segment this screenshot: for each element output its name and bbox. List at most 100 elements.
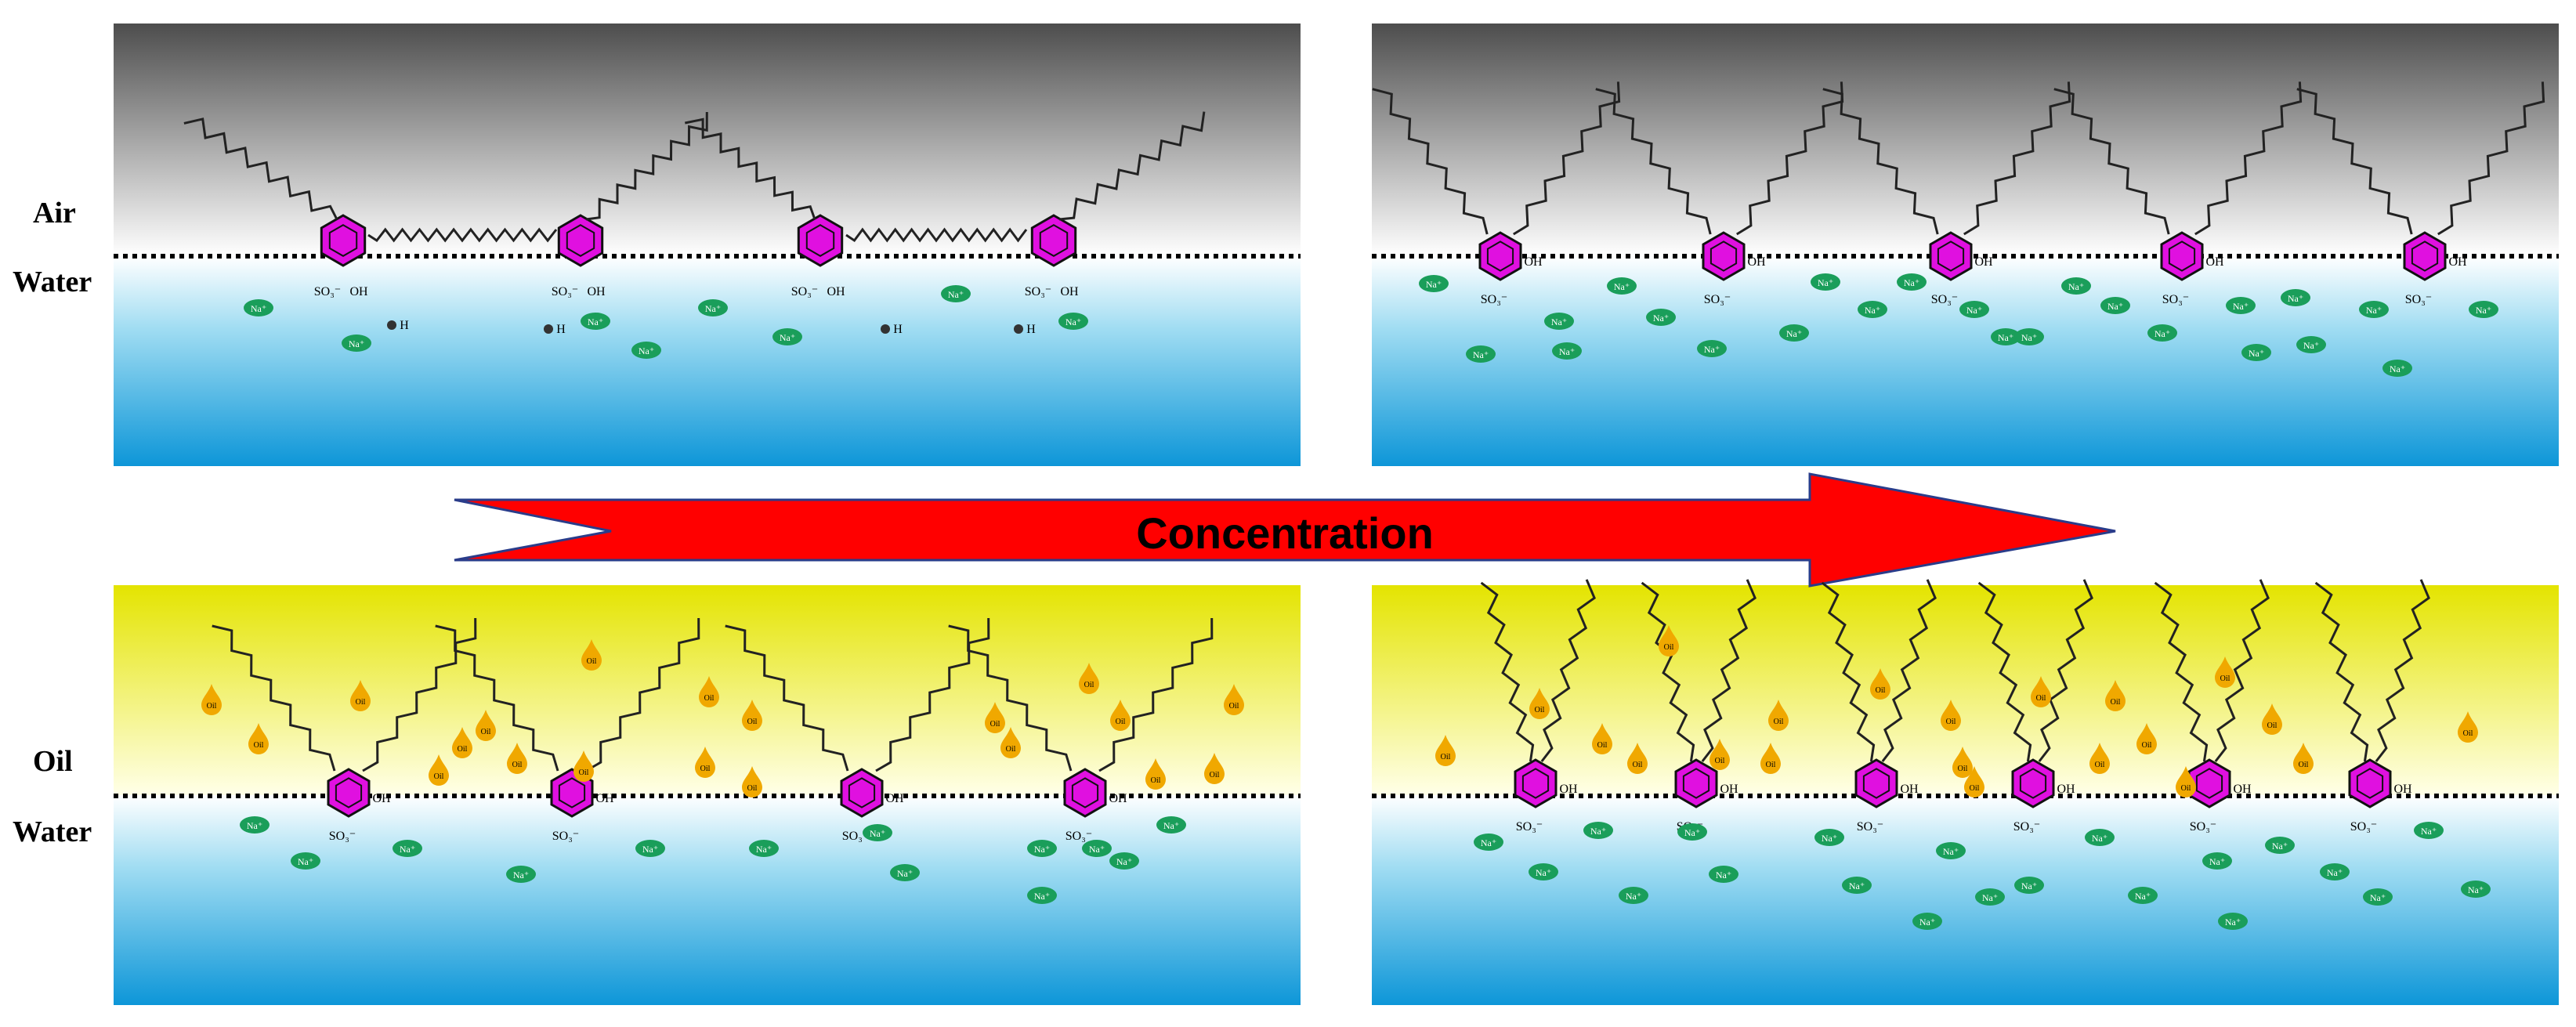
oil-droplet-label: Oil [1597,741,1608,750]
sodium-ion [342,334,371,352]
alkyl-chain [2038,579,2093,762]
sodium-ion-label: Na⁺ [2155,328,2170,339]
sodium-ion-label: Na⁺ [1716,870,1731,881]
sodium-ion [890,864,920,881]
oil-droplet-label: Oil [1774,718,1784,726]
oil-droplet [1529,688,1550,719]
oil-droplet [742,700,762,731]
sodium-ion-label: Na⁺ [1704,344,1720,355]
hydroxyl-label: OH [885,792,904,805]
sodium-ion-label: Na⁺ [400,844,415,855]
benzene-ring [1063,768,1107,818]
sodium-ion-label: Na⁺ [1065,316,1081,327]
concentration-arrow: Concentration [454,472,2116,588]
oil-droplet [476,710,496,741]
oil-droplet [2293,743,2314,774]
sodium-ion-label: Na⁺ [1614,281,1630,292]
sodium-ion [2147,324,2177,342]
sodium-ion-label: Na⁺ [639,345,654,356]
oil-droplet-label: Oil [2036,694,2046,703]
oil-droplet-label: Oil [1210,771,1220,779]
alkyl-chain [2154,581,2209,762]
sodium-ion-label: Na⁺ [1904,277,1919,288]
oil-droplet-label: Oil [1441,753,1451,761]
oil-droplet [2262,703,2282,735]
oil-droplet-label: Oil [2095,761,2105,769]
oil-droplet [695,747,715,778]
oil-droplet [1000,727,1021,758]
water-oxygen [881,324,890,334]
sodium-ion [1156,816,1186,834]
sulfonate-label: SO₃⁻ [1481,293,1507,306]
oil-droplet [1592,723,1612,754]
oil-droplet [699,676,719,707]
oil-droplet-label: Oil [2111,698,2121,707]
benzene-ring-inner [2019,768,2047,799]
hydroxyl-label: OH [1974,255,1993,269]
oil-droplet-label: Oil [1958,765,1968,773]
oil-droplet-label: Oil [1766,761,1776,769]
hydroxyl-label: OH [1524,255,1543,269]
oil-droplet-label: Oil [2181,784,2191,793]
oil-droplet-label: Oil [1970,784,1980,793]
sodium-ion-label: Na⁺ [1818,277,1833,288]
sulfonate-label: SO₃⁻ [552,285,578,298]
alkyl-chain [2437,81,2545,236]
benzene-ring-inner [1937,240,1965,272]
sodium-ion-label: Na⁺ [1163,820,1179,831]
sodium-ion [698,299,728,316]
alkyl-chain [1595,88,1712,235]
sodium-ion-label: Na⁺ [2272,841,2288,852]
sodium-ion [2014,328,2044,345]
label-air: Air [33,197,76,230]
alkyl-chain [948,624,1073,772]
hydroxyl-label: OH [1109,792,1127,805]
sodium-ion-label: Na⁺ [2390,363,2405,374]
hydroxyl-label: OH [372,792,391,805]
sodium-ion-label: Na⁺ [2233,301,2249,312]
sulfonate-label: SO₃⁻ [1931,293,1958,306]
sodium-ion-label: Na⁺ [2021,881,2037,891]
sodium-ion [1466,345,1496,363]
sodium-ion [635,840,665,857]
sodium-ion [2100,297,2130,314]
sodium-ion-label: Na⁺ [1982,892,1998,903]
sulfonate-label: SO₃⁻ [2350,820,2377,834]
sodium-ion [291,852,320,870]
oil-droplet-label: Oil [2267,721,2278,730]
benzene-ring [327,768,371,818]
sodium-ion-label: Na⁺ [1966,305,1982,316]
alkyl-chain [1540,579,1596,762]
sodium-ion [1027,840,1057,857]
oil-droplet [2136,723,2157,754]
alkyl-chain [367,227,558,243]
sodium-ion-label: Na⁺ [756,844,772,855]
oil-droplet [452,727,472,758]
hydrogen-label: H [400,319,409,332]
benzene-ring [1030,214,1077,267]
alkyl-chain [212,624,336,772]
alkyl-chain [1701,579,1757,762]
oil-droplet [429,754,449,786]
benzene-ring [797,214,844,267]
sodium-ion [1814,829,1844,846]
benzene-ring [320,214,367,267]
benzene-ring [557,214,604,267]
sodium-ion-label: Na⁺ [1998,332,2013,343]
sodium-ion-label: Na⁺ [588,316,603,327]
oil-droplet [1659,625,1679,656]
benzene-ring-inner [1862,768,1890,799]
sulfonate-label: SO₃⁻ [1065,830,1092,843]
oil-droplet [1627,743,1648,774]
sodium-ion [1583,822,1613,839]
sodium-ion-label: Na⁺ [705,303,721,314]
alkyl-chain [2194,81,2303,236]
benzene-ring-inner [1039,224,1069,257]
alkyl-chain [1641,581,1695,762]
oil-droplet [507,743,527,774]
oil-droplet-label: Oil [1633,761,1643,769]
oil-droplet-label: Oil [2463,729,2473,738]
alkyl-chain [1480,581,1535,762]
oil-droplet [2458,711,2478,743]
benzene-ring-inner [2195,768,2223,799]
